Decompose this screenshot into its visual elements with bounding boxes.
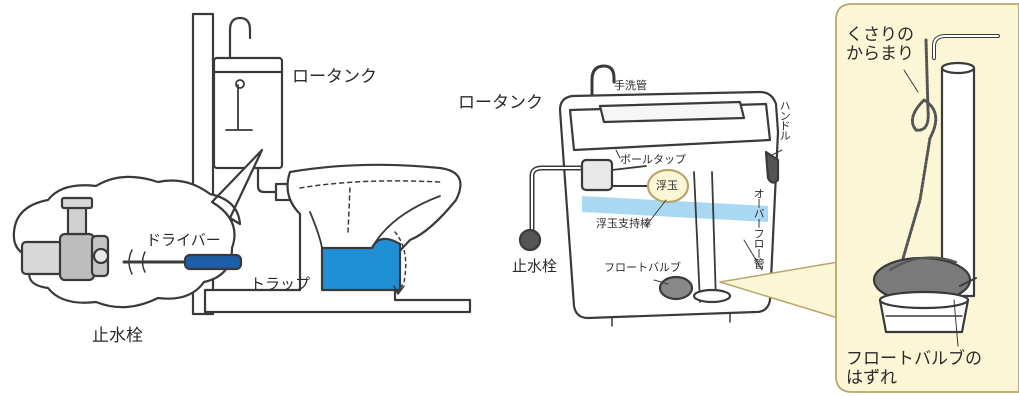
hand-wash-pipe xyxy=(590,64,616,102)
overflow-pipe-line xyxy=(693,171,717,303)
low-tank-left-label: ロータンク xyxy=(292,67,377,87)
float-ball-label: 浮玉 xyxy=(656,179,678,192)
hand-wash-faucet xyxy=(228,16,252,60)
trap-label: トラップ xyxy=(250,275,311,293)
float-support-rod-label: 浮玉支持棒 xyxy=(596,217,651,230)
overflow-pipe-label: オーバーフロー管 xyxy=(752,188,766,268)
valve-detached-label: フロートバルブの はずれ xyxy=(846,349,982,388)
chain-tangle-label: くさりの からまり xyxy=(846,25,914,64)
shutoff-valve-left-label: 止水栓 xyxy=(92,326,143,346)
low-tank-left-body xyxy=(212,56,284,170)
shutoff-valve-right-label: 止水栓 xyxy=(512,257,558,275)
toilet-bowl xyxy=(203,163,472,314)
ball-tap-label: ボールタップ xyxy=(620,153,686,166)
screwdriver-icon xyxy=(122,249,243,275)
detail-panel xyxy=(835,3,1019,393)
screwdriver-label: ドライバー xyxy=(146,231,221,249)
shutoff-valve-callout xyxy=(12,148,264,309)
tangled-chain xyxy=(900,38,938,264)
low-tank-right-label: ロータンク xyxy=(458,93,543,113)
water-level xyxy=(582,196,768,222)
flush-valve-small xyxy=(658,275,694,301)
float-ball xyxy=(646,168,690,204)
shutoff-valve-knob xyxy=(518,228,542,252)
hand-wash-pipe-label: 手洗管 xyxy=(614,79,647,92)
shutoff-valve-icon xyxy=(20,196,110,282)
handle-shape xyxy=(764,150,780,184)
handle-label: ハンドル xyxy=(778,100,792,140)
flush-valve-label: フロートバルブ xyxy=(604,261,681,274)
tank-cross-section xyxy=(518,64,783,327)
